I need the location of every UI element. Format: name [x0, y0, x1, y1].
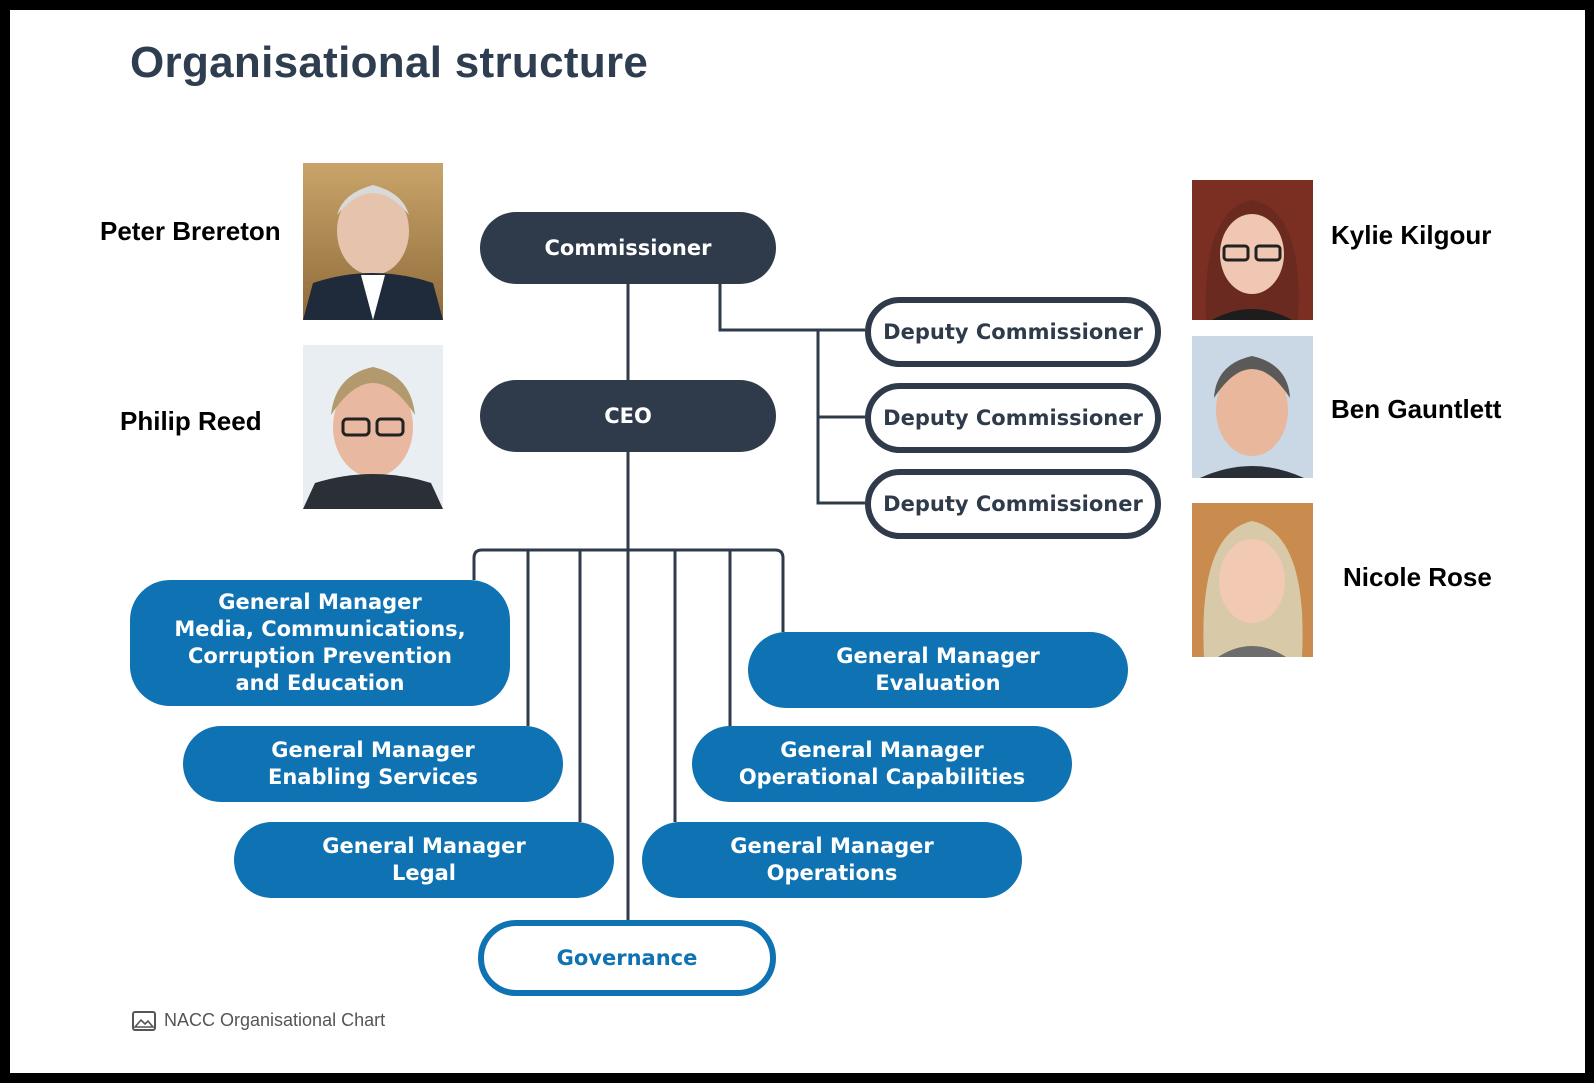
gm-media-node: General Manager Media, Communications, C… [130, 580, 510, 706]
deputy-commissioner-2-node: Deputy Commissioner [865, 383, 1161, 453]
person-name-ben-gauntlett: Ben Gauntlett [1331, 394, 1502, 424]
person-name-nicole-rose: Nicole Rose [1343, 562, 1492, 592]
gm-legal-label: General Manager Legal [322, 834, 526, 885]
org-chart-canvas: Organisational structure Commissioner CE… [10, 10, 1585, 1073]
person-name-peter-brereton: Peter Brereton [100, 216, 281, 246]
portrait-icon [1205, 200, 1299, 320]
portrait-icon [303, 185, 443, 320]
peter-brereton-photo [303, 163, 443, 320]
deputy-commissioner-1-label: Deputy Commissioner [883, 319, 1143, 344]
ceo-node: CEO [480, 380, 776, 452]
portrait-icon [303, 367, 443, 509]
gm-bus-line [472, 548, 785, 632]
connector-lines [472, 282, 865, 930]
ben-gauntlett-photo [1192, 336, 1313, 478]
governance-node: Governance [478, 920, 776, 996]
caption-text: NACC Organisational Chart [164, 1010, 386, 1030]
person-name-philip-reed: Philip Reed [120, 406, 262, 436]
image-icon [132, 1010, 156, 1031]
governance-label: Governance [556, 945, 698, 970]
commissioner-node: Commissioner [480, 212, 776, 284]
deputy-branch-line [816, 330, 865, 505]
ceo-label: CEO [604, 403, 652, 428]
gm-evaluation-label: General Manager Evaluation [836, 644, 1040, 695]
gm-evaluation-node: General Manager Evaluation [748, 632, 1128, 708]
gm-media-label: General Manager Media, Communications, C… [174, 590, 466, 695]
page-title: Organisational structure [130, 38, 649, 87]
gm-opcap-label: General Manager Operational Capabilities [738, 738, 1026, 789]
deputy-commissioner-3-label: Deputy Commissioner [883, 491, 1143, 516]
commissioner-deputy-line [718, 282, 865, 332]
gm-operations-node: General Manager Operations [642, 822, 1022, 898]
philip-reed-photo [303, 345, 443, 509]
kylie-kilgour-photo [1192, 180, 1313, 320]
gm-enabling-node: General Manager Enabling Services [183, 726, 563, 802]
deputy-commissioner-1-node: Deputy Commissioner [865, 297, 1161, 367]
commissioner-label: Commissioner [544, 235, 712, 260]
gm-legal-node: General Manager Legal [234, 822, 614, 898]
gm-operations-label: General Manager Operations [730, 834, 934, 885]
person-name-kylie-kilgour: Kylie Kilgour [1331, 220, 1492, 250]
deputy-commissioner-2-label: Deputy Commissioner [883, 405, 1143, 430]
figure-caption: NACC Organisational Chart [132, 1010, 385, 1031]
deputy-commissioner-3-node: Deputy Commissioner [865, 469, 1161, 539]
gm-opcap-node: General Manager Operational Capabilities [692, 726, 1072, 802]
portrait-icon [1200, 356, 1304, 478]
gm-enabling-label: General Manager Enabling Services [268, 738, 478, 789]
portrait-icon [1203, 521, 1303, 657]
nicole-rose-photo [1192, 503, 1313, 657]
